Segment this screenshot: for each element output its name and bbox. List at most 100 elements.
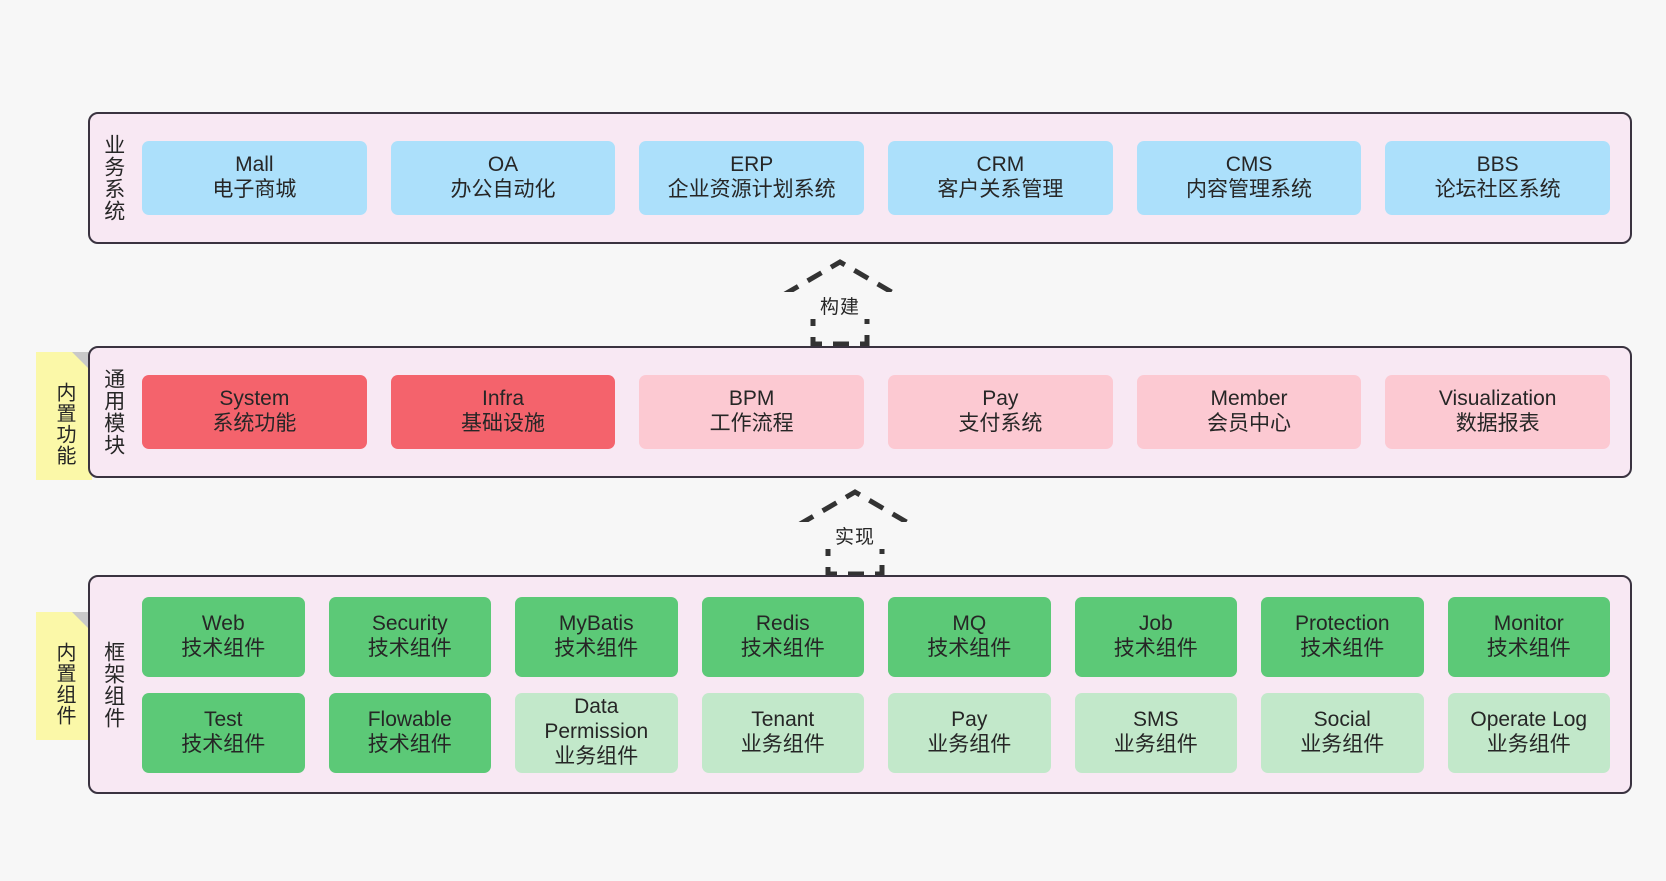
node-oa-sub: 办公自动化 xyxy=(450,178,556,201)
node-test-sub: 技术组件 xyxy=(181,732,266,756)
sticky-note-builtin-features: 内置功能 xyxy=(36,352,92,480)
node-erp-sub: 企业资源计划系统 xyxy=(667,178,836,201)
node-erp-name: ERP xyxy=(730,153,774,177)
node-mybatis[interactable]: MyBatis 技术组件 xyxy=(515,596,678,677)
node-visualization-sub: 数据报表 xyxy=(1455,412,1540,435)
node-crm-name: CRM xyxy=(976,153,1025,177)
node-cms[interactable]: CMS 内容管理系统 xyxy=(1136,141,1362,215)
node-mall[interactable]: Mall 电子商城 xyxy=(142,141,367,215)
layer-framework-component: 框架组件 Web 技术组件 Security 技术组件 MyBatis 技术组件… xyxy=(88,575,1632,794)
sticky-note-builtin-features-label: 内置功能 xyxy=(53,382,75,466)
layer-business-system-title: 业务系统 xyxy=(101,134,125,222)
node-mybatis-sub: 技术组件 xyxy=(554,636,639,660)
node-job-name: Job xyxy=(1138,611,1173,635)
layer-framework-component-title: 框架组件 xyxy=(101,640,125,729)
node-data-permission[interactable]: Data Permission 业务组件 xyxy=(515,692,678,773)
layer-framework-component-row-business: Test 技术组件 Flowable 技术组件 Data Permission … xyxy=(142,692,1610,773)
layer-common-module-row: System 系统功能 Infra 基础设施 BPM 工作流程 Pay 支付系统… xyxy=(142,375,1611,449)
layer-common-module: 通用模块 System 系统功能 Infra 基础设施 BPM 工作流程 Pay… xyxy=(88,346,1632,478)
node-test[interactable]: Test 技术组件 xyxy=(142,692,305,773)
node-cms-name: CMS xyxy=(1225,153,1273,177)
node-tenant[interactable]: Tenant 业务组件 xyxy=(701,692,864,773)
node-redis[interactable]: Redis 技术组件 xyxy=(701,596,864,677)
node-system-sub: 系统功能 xyxy=(212,412,297,435)
node-security[interactable]: Security 技术组件 xyxy=(328,596,491,677)
node-mq-sub: 技术组件 xyxy=(927,636,1012,660)
node-bpm[interactable]: BPM 工作流程 xyxy=(639,375,865,449)
node-test-name: Test xyxy=(203,707,243,731)
node-cms-sub: 内容管理系统 xyxy=(1186,178,1313,201)
node-oa[interactable]: OA 办公自动化 xyxy=(390,141,616,215)
node-protection[interactable]: Protection 技术组件 xyxy=(1261,596,1424,677)
node-flowable-name: Flowable xyxy=(367,707,452,731)
layer-business-system-row: Mall 电子商城 OA 办公自动化 ERP 企业资源计划系统 CRM 客户关系… xyxy=(142,141,1611,215)
node-pay-module-sub: 支付系统 xyxy=(958,412,1043,435)
node-mybatis-name: MyBatis xyxy=(558,611,634,635)
node-system-name: System xyxy=(219,387,290,411)
layer-business-system-body: Mall 电子商城 OA 办公自动化 ERP 企业资源计划系统 CRM 客户关系… xyxy=(136,114,1630,242)
node-protection-name: Protection xyxy=(1294,611,1390,635)
node-social[interactable]: Social 业务组件 xyxy=(1261,692,1424,773)
node-monitor-sub: 技术组件 xyxy=(1486,636,1571,660)
arrow-implement-label: 实现 xyxy=(760,522,950,549)
node-infra[interactable]: Infra 基础设施 xyxy=(390,375,616,449)
node-data-permission-name: Data Permission xyxy=(544,695,649,744)
node-mq-name: MQ xyxy=(952,611,987,635)
node-job-sub: 技术组件 xyxy=(1113,636,1198,660)
layer-common-module-body: System 系统功能 Infra 基础设施 BPM 工作流程 Pay 支付系统… xyxy=(136,348,1630,476)
layer-business-system: 业务系统 Mall 电子商城 OA 办公自动化 ERP 企业资源计划系统 CRM… xyxy=(88,112,1632,244)
node-bpm-name: BPM xyxy=(728,387,775,411)
arrow-implement: 实现 xyxy=(760,488,950,576)
node-web-name: Web xyxy=(201,611,245,635)
node-oa-name: OA xyxy=(487,153,519,177)
node-bbs-name: BBS xyxy=(1476,153,1519,177)
node-infra-sub: 基础设施 xyxy=(461,412,545,435)
node-mq[interactable]: MQ 技术组件 xyxy=(888,596,1051,677)
node-pay-module[interactable]: Pay 支付系统 xyxy=(888,375,1113,449)
sticky-note-builtin-components: 内置组件 xyxy=(36,612,92,740)
node-infra-name: Infra xyxy=(481,387,525,411)
node-protection-sub: 技术组件 xyxy=(1300,636,1385,660)
node-crm-sub: 客户关系管理 xyxy=(937,178,1064,201)
node-member-sub: 会员中心 xyxy=(1207,412,1292,435)
node-pay-module-name: Pay xyxy=(982,387,1019,411)
node-security-name: Security xyxy=(371,611,448,635)
arrow-build-label: 构建 xyxy=(745,292,935,319)
node-member[interactable]: Member 会员中心 xyxy=(1136,375,1362,449)
node-flowable-sub: 技术组件 xyxy=(367,732,452,756)
node-visualization[interactable]: Visualization 数据报表 xyxy=(1385,375,1611,449)
node-mall-sub: 电子商城 xyxy=(212,178,297,201)
node-redis-name: Redis xyxy=(755,611,810,635)
node-erp[interactable]: ERP 企业资源计划系统 xyxy=(639,141,865,215)
node-bbs[interactable]: BBS 论坛社区系统 xyxy=(1385,141,1611,215)
node-monitor-name: Monitor xyxy=(1493,611,1564,635)
node-sms-name: SMS xyxy=(1132,707,1179,731)
node-sms[interactable]: SMS 业务组件 xyxy=(1074,692,1237,773)
node-flowable[interactable]: Flowable 技术组件 xyxy=(328,692,491,773)
node-member-name: Member xyxy=(1210,387,1288,411)
node-tenant-sub: 业务组件 xyxy=(740,732,825,756)
layer-framework-component-body: Web 技术组件 Security 技术组件 MyBatis 技术组件 Redi… xyxy=(136,577,1630,792)
node-security-sub: 技术组件 xyxy=(367,636,452,660)
node-operate-log-name: Operate Log xyxy=(1470,707,1588,731)
node-crm[interactable]: CRM 客户关系管理 xyxy=(888,141,1113,215)
layer-framework-component-row-tech: Web 技术组件 Security 技术组件 MyBatis 技术组件 Redi… xyxy=(142,596,1610,677)
node-web[interactable]: Web 技术组件 xyxy=(142,596,305,677)
layer-common-module-title: 通用模块 xyxy=(101,368,125,456)
node-operate-log-sub: 业务组件 xyxy=(1486,732,1571,756)
node-sms-sub: 业务组件 xyxy=(1113,732,1198,756)
arrow-build: 构建 xyxy=(745,258,935,346)
node-data-permission-sub: 业务组件 xyxy=(554,744,639,768)
node-bbs-sub: 论坛社区系统 xyxy=(1434,178,1561,201)
node-operate-log[interactable]: Operate Log 业务组件 xyxy=(1447,692,1610,773)
node-monitor[interactable]: Monitor 技术组件 xyxy=(1447,596,1610,677)
node-social-sub: 业务组件 xyxy=(1300,732,1385,756)
node-tenant-name: Tenant xyxy=(751,707,815,731)
node-mall-name: Mall xyxy=(235,153,274,177)
node-job[interactable]: Job 技术组件 xyxy=(1074,596,1237,677)
node-pay-component[interactable]: Pay 业务组件 xyxy=(888,692,1051,773)
node-redis-sub: 技术组件 xyxy=(740,636,825,660)
sticky-note-builtin-components-label: 内置组件 xyxy=(53,642,75,726)
node-social-name: Social xyxy=(1313,707,1371,731)
node-system[interactable]: System 系统功能 xyxy=(142,375,367,449)
